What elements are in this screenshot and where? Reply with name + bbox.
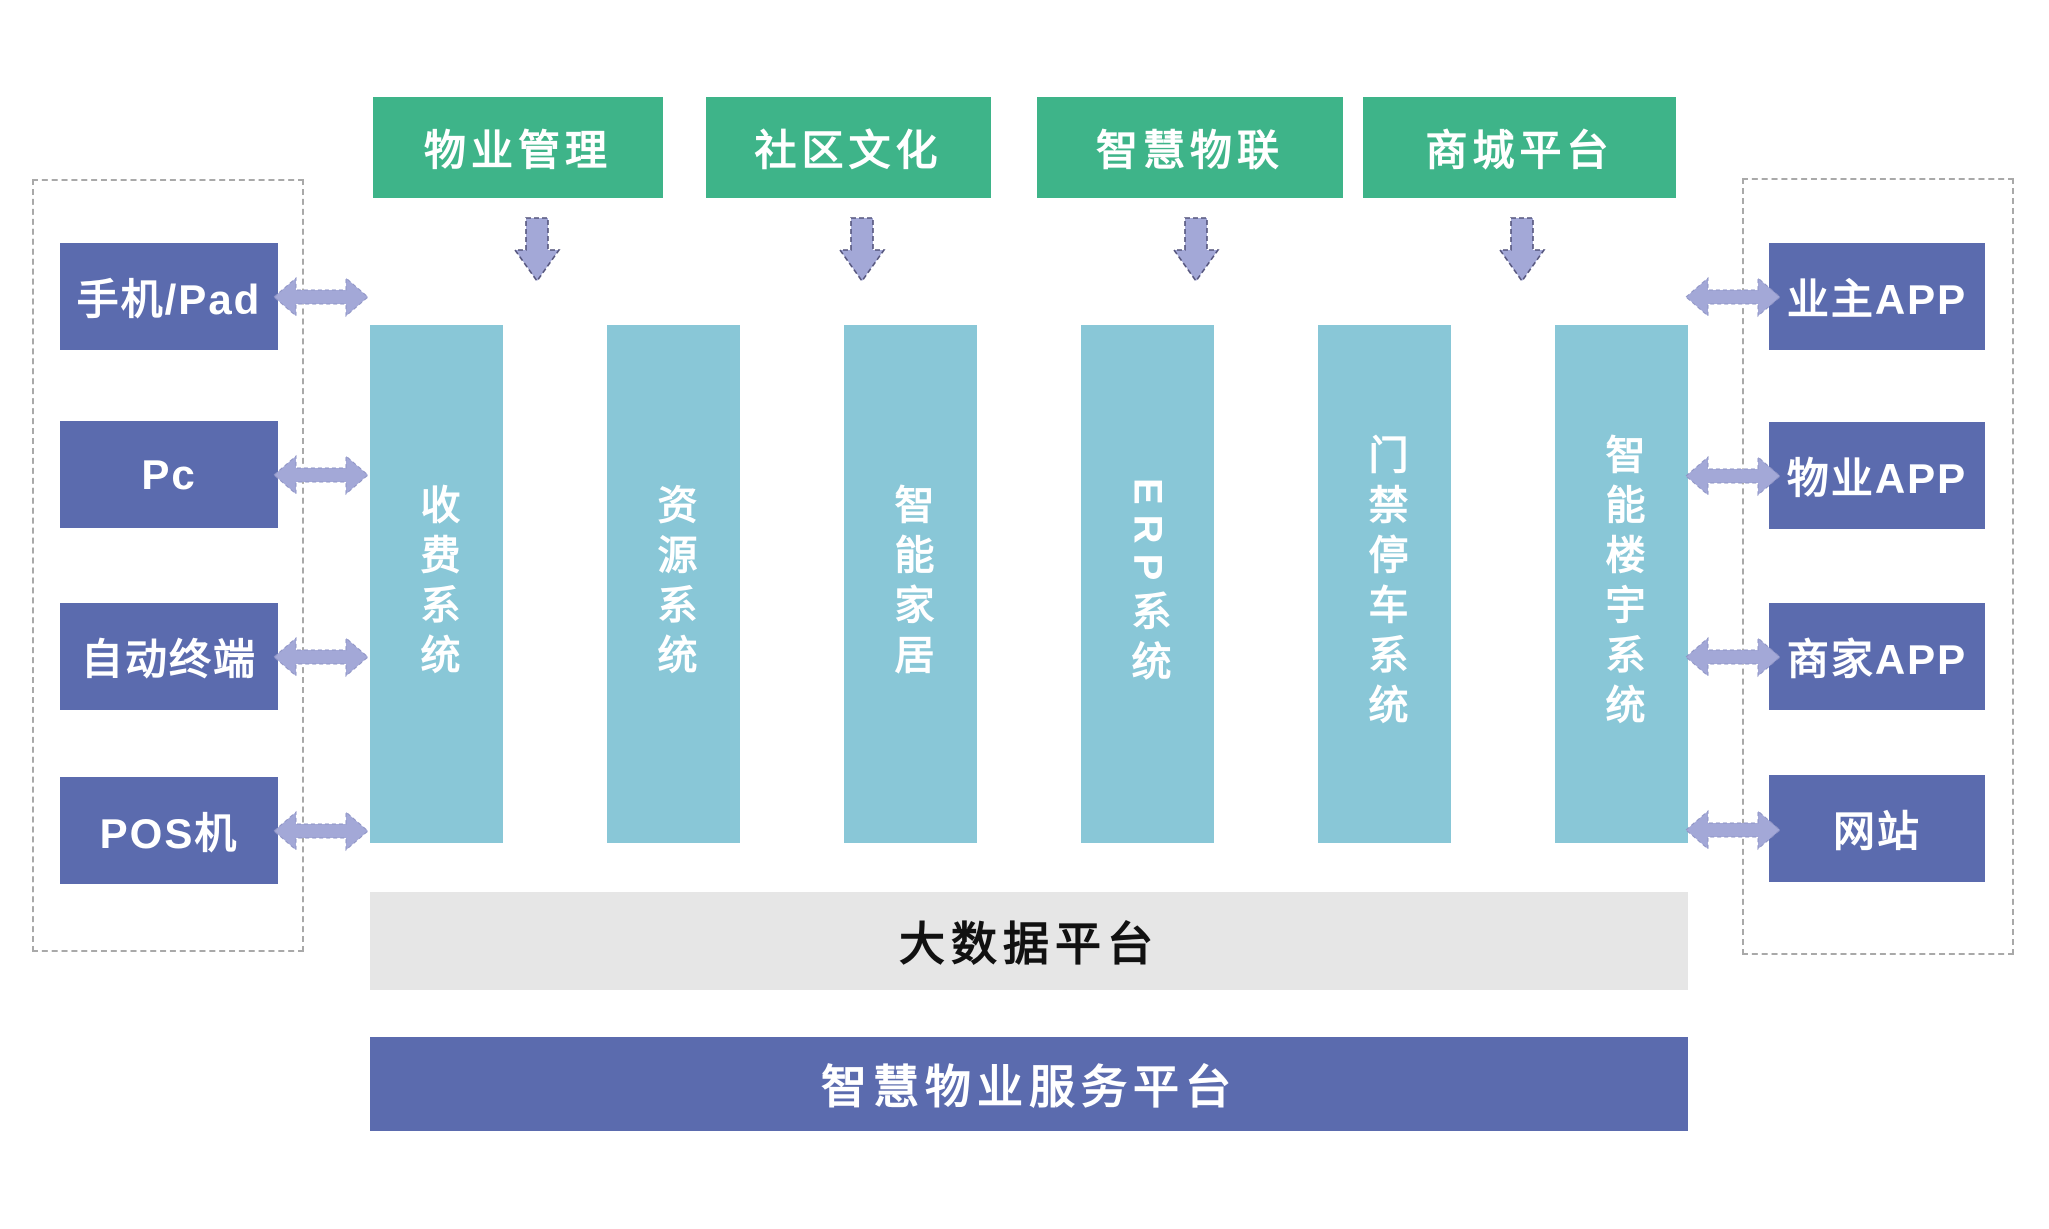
down-arrow-icon bbox=[1172, 217, 1220, 283]
right-apps-panel bbox=[1742, 178, 2014, 955]
app-label: 网站 bbox=[1832, 808, 1921, 855]
module-box-mall-platform: 商城平台 bbox=[1363, 97, 1676, 198]
big-data-platform-label: 大数据平台 bbox=[899, 918, 1159, 970]
system-label: 智能楼宇系统 bbox=[1599, 434, 1644, 734]
terminal-box-mobile-pad: 手机/Pad bbox=[60, 243, 278, 350]
app-box-owner-app: 业主APP bbox=[1769, 243, 1985, 350]
bidirectional-arrow-icon bbox=[273, 810, 369, 852]
bidirectional-arrow-icon bbox=[1685, 455, 1781, 497]
app-label: 物业APP bbox=[1786, 455, 1968, 502]
system-label: 收费系统 bbox=[414, 484, 459, 684]
terminal-label: 手机/Pad bbox=[76, 276, 262, 323]
terminal-box-pos: POS机 bbox=[60, 777, 278, 884]
module-box-smart-iot: 智慧物联 bbox=[1037, 97, 1343, 198]
terminal-label: POS机 bbox=[99, 810, 239, 857]
system-label: 智能家居 bbox=[888, 484, 933, 684]
app-box-merchant-app: 商家APP bbox=[1769, 603, 1985, 710]
app-label: 业主APP bbox=[1786, 276, 1968, 323]
down-arrow-icon bbox=[838, 217, 886, 283]
terminal-box-pc: Pc bbox=[60, 421, 278, 528]
service-platform-bar: 智慧物业服务平台 bbox=[370, 1037, 1688, 1131]
bidirectional-arrow-icon bbox=[273, 636, 369, 678]
system-column-access-parking: 门禁停车系统 bbox=[1318, 325, 1451, 843]
system-column-smart-home: 智能家居 bbox=[844, 325, 977, 843]
app-box-property-app: 物业APP bbox=[1769, 422, 1985, 529]
terminal-label: 自动终端 bbox=[80, 636, 257, 683]
down-arrow-icon bbox=[1498, 217, 1546, 283]
app-box-website: 网站 bbox=[1769, 775, 1985, 882]
module-box-property-management: 物业管理 bbox=[373, 97, 663, 198]
module-label: 物业管理 bbox=[423, 127, 612, 174]
bidirectional-arrow-icon bbox=[1685, 276, 1781, 318]
big-data-platform-bar: 大数据平台 bbox=[370, 892, 1688, 990]
app-label: 商家APP bbox=[1786, 636, 1968, 683]
bidirectional-arrow-icon bbox=[273, 454, 369, 496]
bidirectional-arrow-icon bbox=[273, 276, 369, 318]
system-column-resource: 资源系统 bbox=[607, 325, 740, 843]
module-label: 社区文化 bbox=[754, 127, 943, 174]
system-label: 资源系统 bbox=[651, 484, 696, 684]
system-column-erp: ERP系统 bbox=[1081, 325, 1214, 843]
terminal-label: Pc bbox=[141, 450, 197, 498]
left-terminals-panel bbox=[32, 179, 304, 952]
system-label: ERP系统 bbox=[1125, 477, 1170, 691]
bidirectional-arrow-icon bbox=[1685, 636, 1781, 678]
bidirectional-arrow-icon bbox=[1685, 809, 1781, 851]
terminal-box-auto-terminal: 自动终端 bbox=[60, 603, 278, 710]
system-label: 门禁停车系统 bbox=[1362, 434, 1407, 734]
system-column-smart-building: 智能楼宇系统 bbox=[1555, 325, 1688, 843]
service-platform-label: 智慧物业服务平台 bbox=[821, 1061, 1237, 1113]
system-column-charging: 收费系统 bbox=[370, 325, 503, 843]
down-arrow-icon bbox=[513, 217, 561, 283]
module-label: 智慧物联 bbox=[1095, 127, 1284, 174]
module-label: 商城平台 bbox=[1425, 127, 1614, 174]
module-box-community-culture: 社区文化 bbox=[706, 97, 991, 198]
